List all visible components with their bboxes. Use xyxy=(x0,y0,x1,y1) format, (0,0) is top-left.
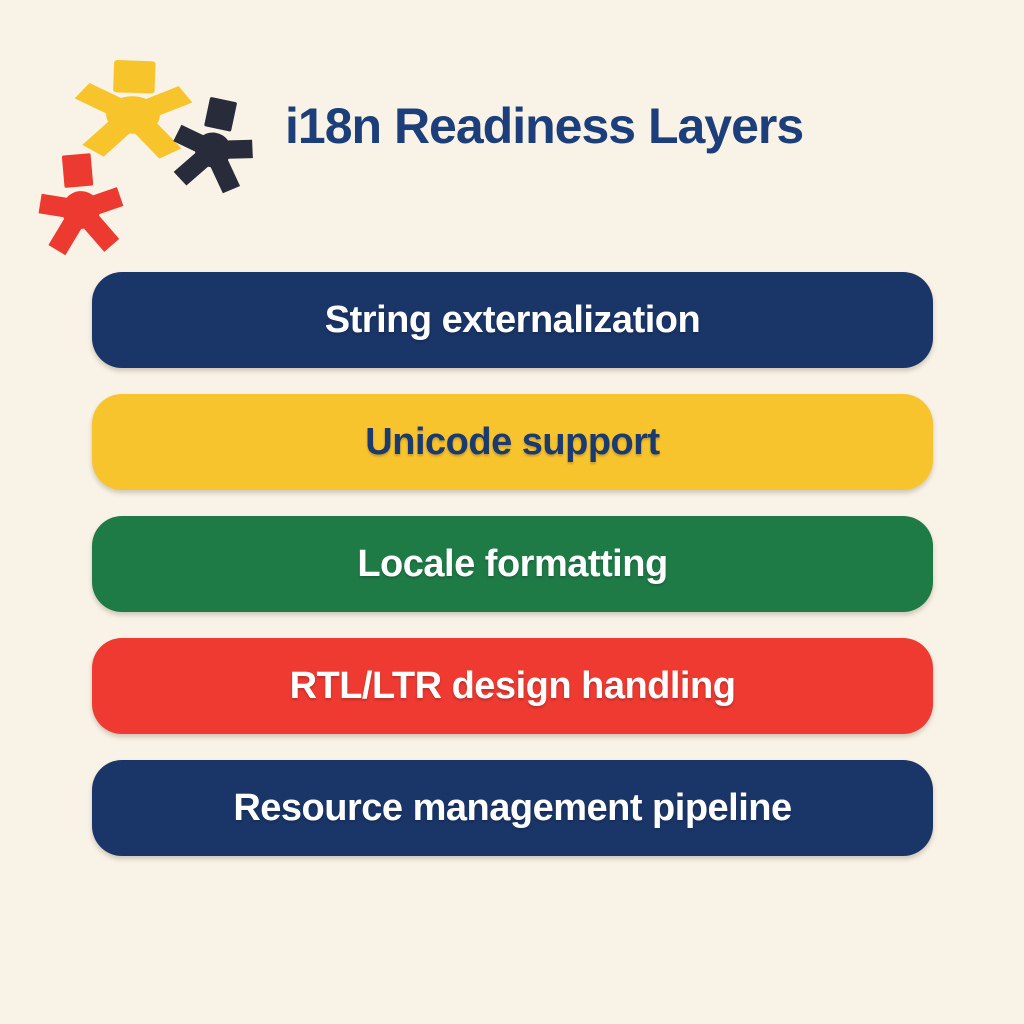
layer-bar-locale-formatting: Locale formatting xyxy=(92,516,933,612)
layer-label: Resource management pipeline xyxy=(233,786,792,829)
layer-label: String externalization xyxy=(324,298,701,341)
layer-bar-string-externalization: String externalization xyxy=(92,272,933,368)
layer-bar-resource-management-pipeline: Resource management pipeline xyxy=(92,760,933,856)
layer-label: RTL/LTR design handling xyxy=(289,664,736,707)
layer-label: Locale formatting xyxy=(357,542,668,585)
layer-label: Unicode support xyxy=(365,420,660,463)
person-figure-red-icon xyxy=(33,150,128,258)
layer-bar-rtl-ltr-design-handling: RTL/LTR design handling xyxy=(92,638,933,734)
page-title: i18n Readiness Layers xyxy=(285,98,804,154)
layer-bar-unicode-support: Unicode support xyxy=(92,394,933,490)
people-asterisk-logo-icon xyxy=(33,58,264,258)
readiness-layers-list: String externalization Unicode support L… xyxy=(92,272,933,856)
person-figure-yellow-icon xyxy=(72,58,194,160)
